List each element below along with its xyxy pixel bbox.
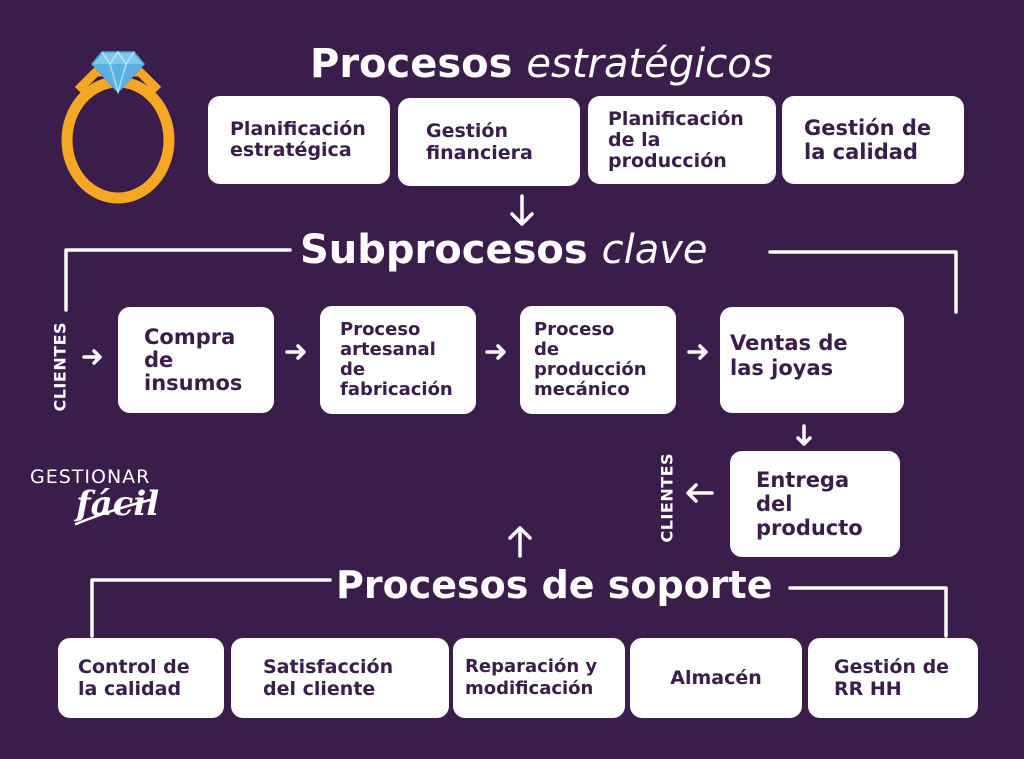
key-item-compra-insumos: Compra de insumos [118,307,274,413]
key-title: Subprocesos clave [300,230,708,270]
arrow-entrega-clients [686,483,714,503]
key-title-bold: Subprocesos [300,227,588,273]
logo-gestionar: GESTIONAR [30,466,151,488]
support-bracket-left [90,578,332,638]
support-item-label: Almacén [670,667,762,689]
strategic-item-label: Gestión financiera [426,120,533,164]
support-item-satisfaccion-cliente: Satisfacción del cliente [231,638,449,718]
strategic-item-label: Planificación estratégica [230,118,366,161]
arrow-1-2 [285,344,306,360]
support-item-label: Satisfacción del cliente [263,656,394,700]
key-title-italic: clave [601,227,708,273]
arrow-2-3 [485,344,506,360]
arrow-clients-in [82,349,102,365]
arrow-up-support [508,526,532,558]
key-item-proceso-mecanico: Proceso de producción mecánico [520,306,676,414]
key-item-label: Ventas de las joyas [730,331,848,380]
support-bracket-right [788,586,948,638]
key-item-entrega-producto: Entrega del producto [730,451,900,557]
key-item-label: Compra de insumos [144,324,243,395]
support-item-almacen: Almacén [630,638,802,718]
strategic-item-planificacion-estrategica: Planificación estratégica [208,96,390,184]
support-item-label: Control de la calidad [78,656,190,700]
arrow-down-strategic [510,194,534,226]
key-item-label: Entrega del producto [756,468,863,540]
strategic-title: Procesos estratégicos [310,44,773,84]
arrow-down-ventas [796,424,812,446]
strategic-title-bold: Procesos [310,41,513,87]
key-item-label: Proceso artesanal de fabricación [340,319,453,400]
key-bracket-left [64,248,292,312]
logo-swoosh-icon [74,498,152,526]
key-item-ventas-joyas: Ventas de las joyas [720,307,904,413]
diamond-icon [91,50,145,95]
strategic-item-planificacion-produccion: Planificación de la producción [588,96,776,184]
key-item-label: Proceso de producción mecánico [534,319,647,400]
clients-label-right: CLIENTES [657,452,677,543]
strategic-item-gestion-calidad: Gestión de la calidad [782,96,964,184]
arrow-3-4 [687,344,708,360]
support-title: Procesos de soporte [336,566,772,604]
logo-facil: fácil [76,484,160,524]
support-item-label: Reparación y modificación [465,656,598,699]
strategic-item-label: Gestión de la calidad [804,116,932,164]
support-item-control-calidad: Control de la calidad [58,638,224,718]
support-title-text: Procesos de soporte [336,563,773,607]
strategic-item-label: Planificación de la producción [608,107,744,172]
strategic-item-gestion-financiera: Gestión financiera [398,98,580,186]
strategic-title-italic: estratégicos [526,41,773,87]
support-item-reparacion-modificacion: Reparación y modificación [453,638,625,718]
key-bracket-right [768,250,958,314]
support-item-label: Gestión de RR HH [834,656,950,700]
clients-label-left: CLIENTES [50,321,70,412]
support-item-gestion-rrhh: Gestión de RR HH [808,638,978,718]
key-item-proceso-artesanal: Proceso artesanal de fabricación [320,306,476,414]
